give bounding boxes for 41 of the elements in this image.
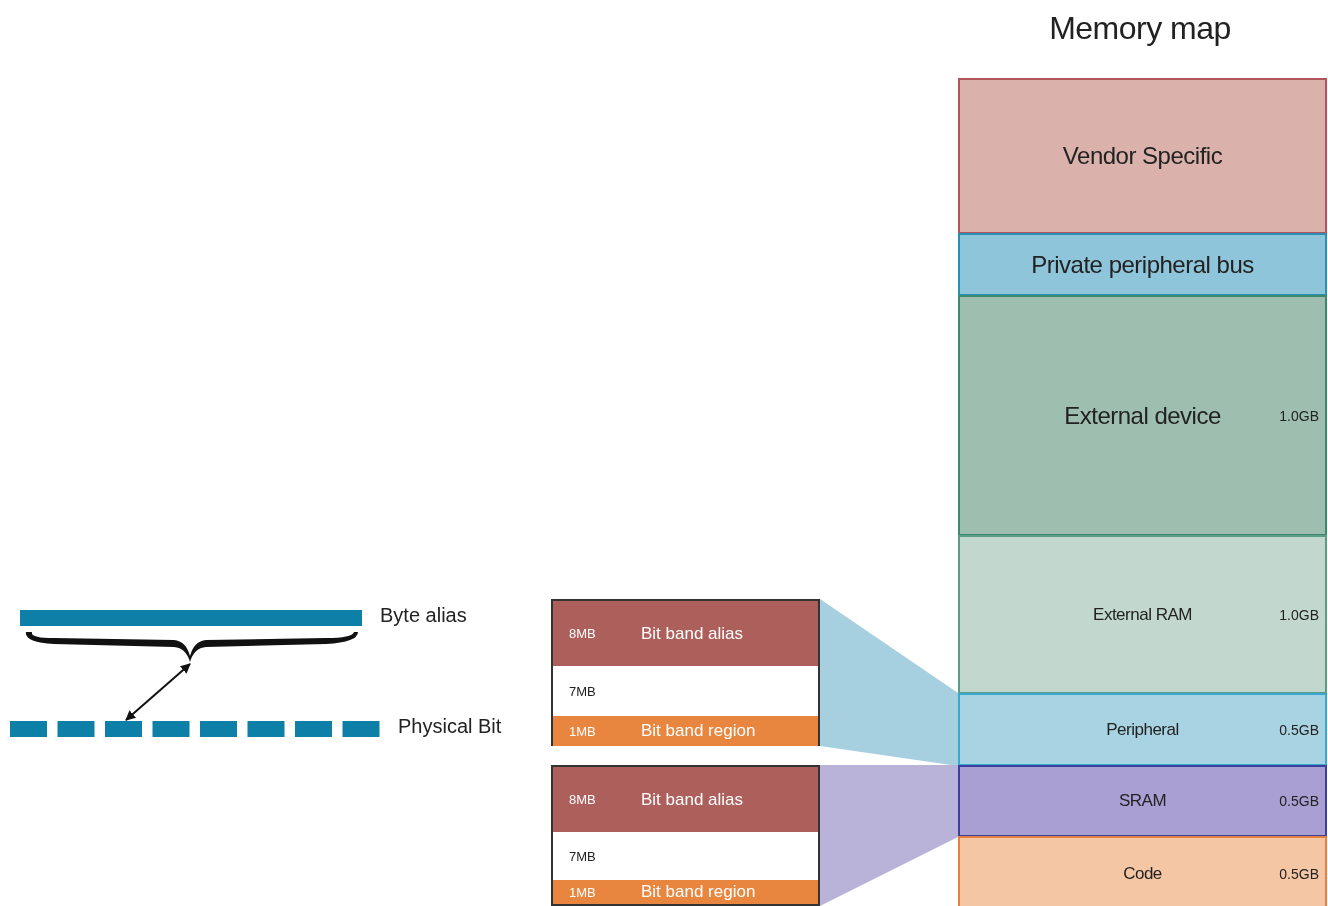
projection-band	[820, 765, 958, 906]
memory-region	[958, 693, 1327, 766]
alias-row	[553, 601, 818, 666]
region-label: Peripheral	[1106, 719, 1179, 740]
row-label: Bit band region	[641, 882, 756, 902]
size-label: 1.0GB	[1279, 407, 1319, 424]
row-label: Bit band alias	[641, 789, 744, 810]
region-row	[553, 880, 818, 904]
size-label: 0.5GB	[1279, 866, 1319, 882]
memory-region	[958, 765, 1327, 837]
size-label: 8MB	[569, 792, 596, 807]
bit-band-panel	[551, 765, 820, 906]
memory-region	[958, 78, 1327, 234]
size-label: 7MB	[569, 683, 596, 699]
row-label: Bit band region	[641, 721, 756, 741]
region-label: External device	[1064, 401, 1221, 430]
size-label: 1MB	[569, 884, 596, 900]
size-label: 1.0GB	[1279, 606, 1319, 623]
memory-region	[958, 233, 1327, 296]
size-label: 7MB	[569, 848, 596, 864]
size-label: 8MB	[569, 626, 596, 641]
row-label: Bit band alias	[641, 623, 744, 644]
memory-region	[958, 836, 1327, 906]
bar-label: Physical Bit	[398, 715, 502, 738]
region-label: External RAM	[1093, 604, 1192, 625]
region-label: Code	[1123, 864, 1162, 884]
bit-band-panel	[551, 599, 820, 746]
memory-region	[958, 535, 1327, 694]
projection-band	[820, 599, 958, 766]
diagram-title: Memory map	[1048, 10, 1232, 47]
region-label: Private peripheral bus	[1031, 250, 1254, 279]
double-arrow	[125, 663, 191, 721]
region-row	[553, 716, 818, 746]
region-label: SRAM	[1118, 791, 1167, 811]
bar-label: Byte alias	[380, 604, 467, 627]
memory-region	[958, 295, 1327, 536]
size-label: 1MB	[569, 723, 596, 739]
alias-row	[553, 767, 818, 832]
region-label: Vendor Specific	[1062, 142, 1223, 170]
size-label: 0.5GB	[1279, 721, 1319, 738]
size-label: 0.5GB	[1279, 793, 1319, 809]
